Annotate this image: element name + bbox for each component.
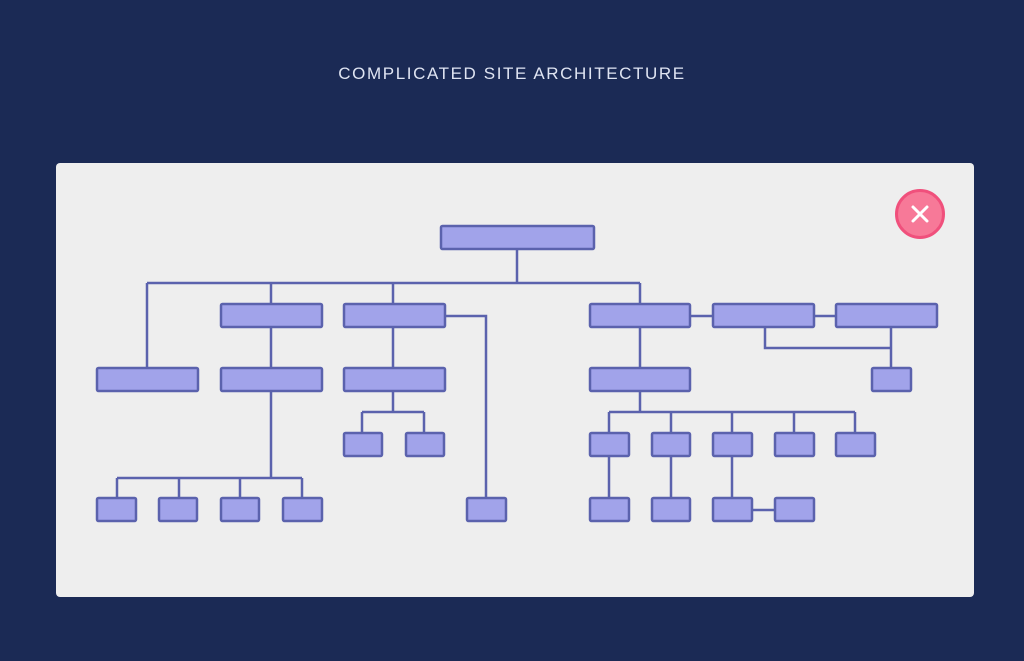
node-l5-6 bbox=[588, 496, 631, 523]
node-l5-7 bbox=[650, 496, 692, 523]
node-root bbox=[439, 224, 596, 251]
page-title: COMPLICATED SITE ARCHITECTURE bbox=[338, 64, 686, 83]
node-l3-5 bbox=[870, 366, 913, 393]
node-l2-5 bbox=[834, 302, 939, 329]
node-l4-2 bbox=[404, 431, 446, 458]
node-l5-3 bbox=[219, 496, 261, 523]
node-l2-1 bbox=[219, 302, 324, 329]
node-l3-1 bbox=[95, 366, 200, 393]
node-l4-1 bbox=[342, 431, 384, 458]
node-l5-9 bbox=[773, 496, 816, 523]
node-l5-4 bbox=[281, 496, 324, 523]
diagram-nodes bbox=[95, 224, 939, 523]
node-l4-6 bbox=[773, 431, 816, 458]
node-l5-1 bbox=[95, 496, 138, 523]
node-l5-5 bbox=[465, 496, 508, 523]
node-l5-8 bbox=[711, 496, 754, 523]
node-l5-2 bbox=[157, 496, 199, 523]
node-l4-5 bbox=[711, 431, 754, 458]
connector-lines bbox=[115, 249, 893, 512]
close-icon bbox=[911, 205, 929, 223]
node-l4-3 bbox=[588, 431, 631, 458]
node-l4-4 bbox=[650, 431, 692, 458]
node-l3-2 bbox=[219, 366, 324, 393]
close-button[interactable] bbox=[895, 189, 945, 239]
node-l2-3 bbox=[588, 302, 692, 329]
node-l2-4 bbox=[711, 302, 816, 329]
node-l3-3 bbox=[342, 366, 447, 393]
node-l4-7 bbox=[834, 431, 877, 458]
node-l3-4 bbox=[588, 366, 692, 393]
node-l2-2 bbox=[342, 302, 447, 329]
